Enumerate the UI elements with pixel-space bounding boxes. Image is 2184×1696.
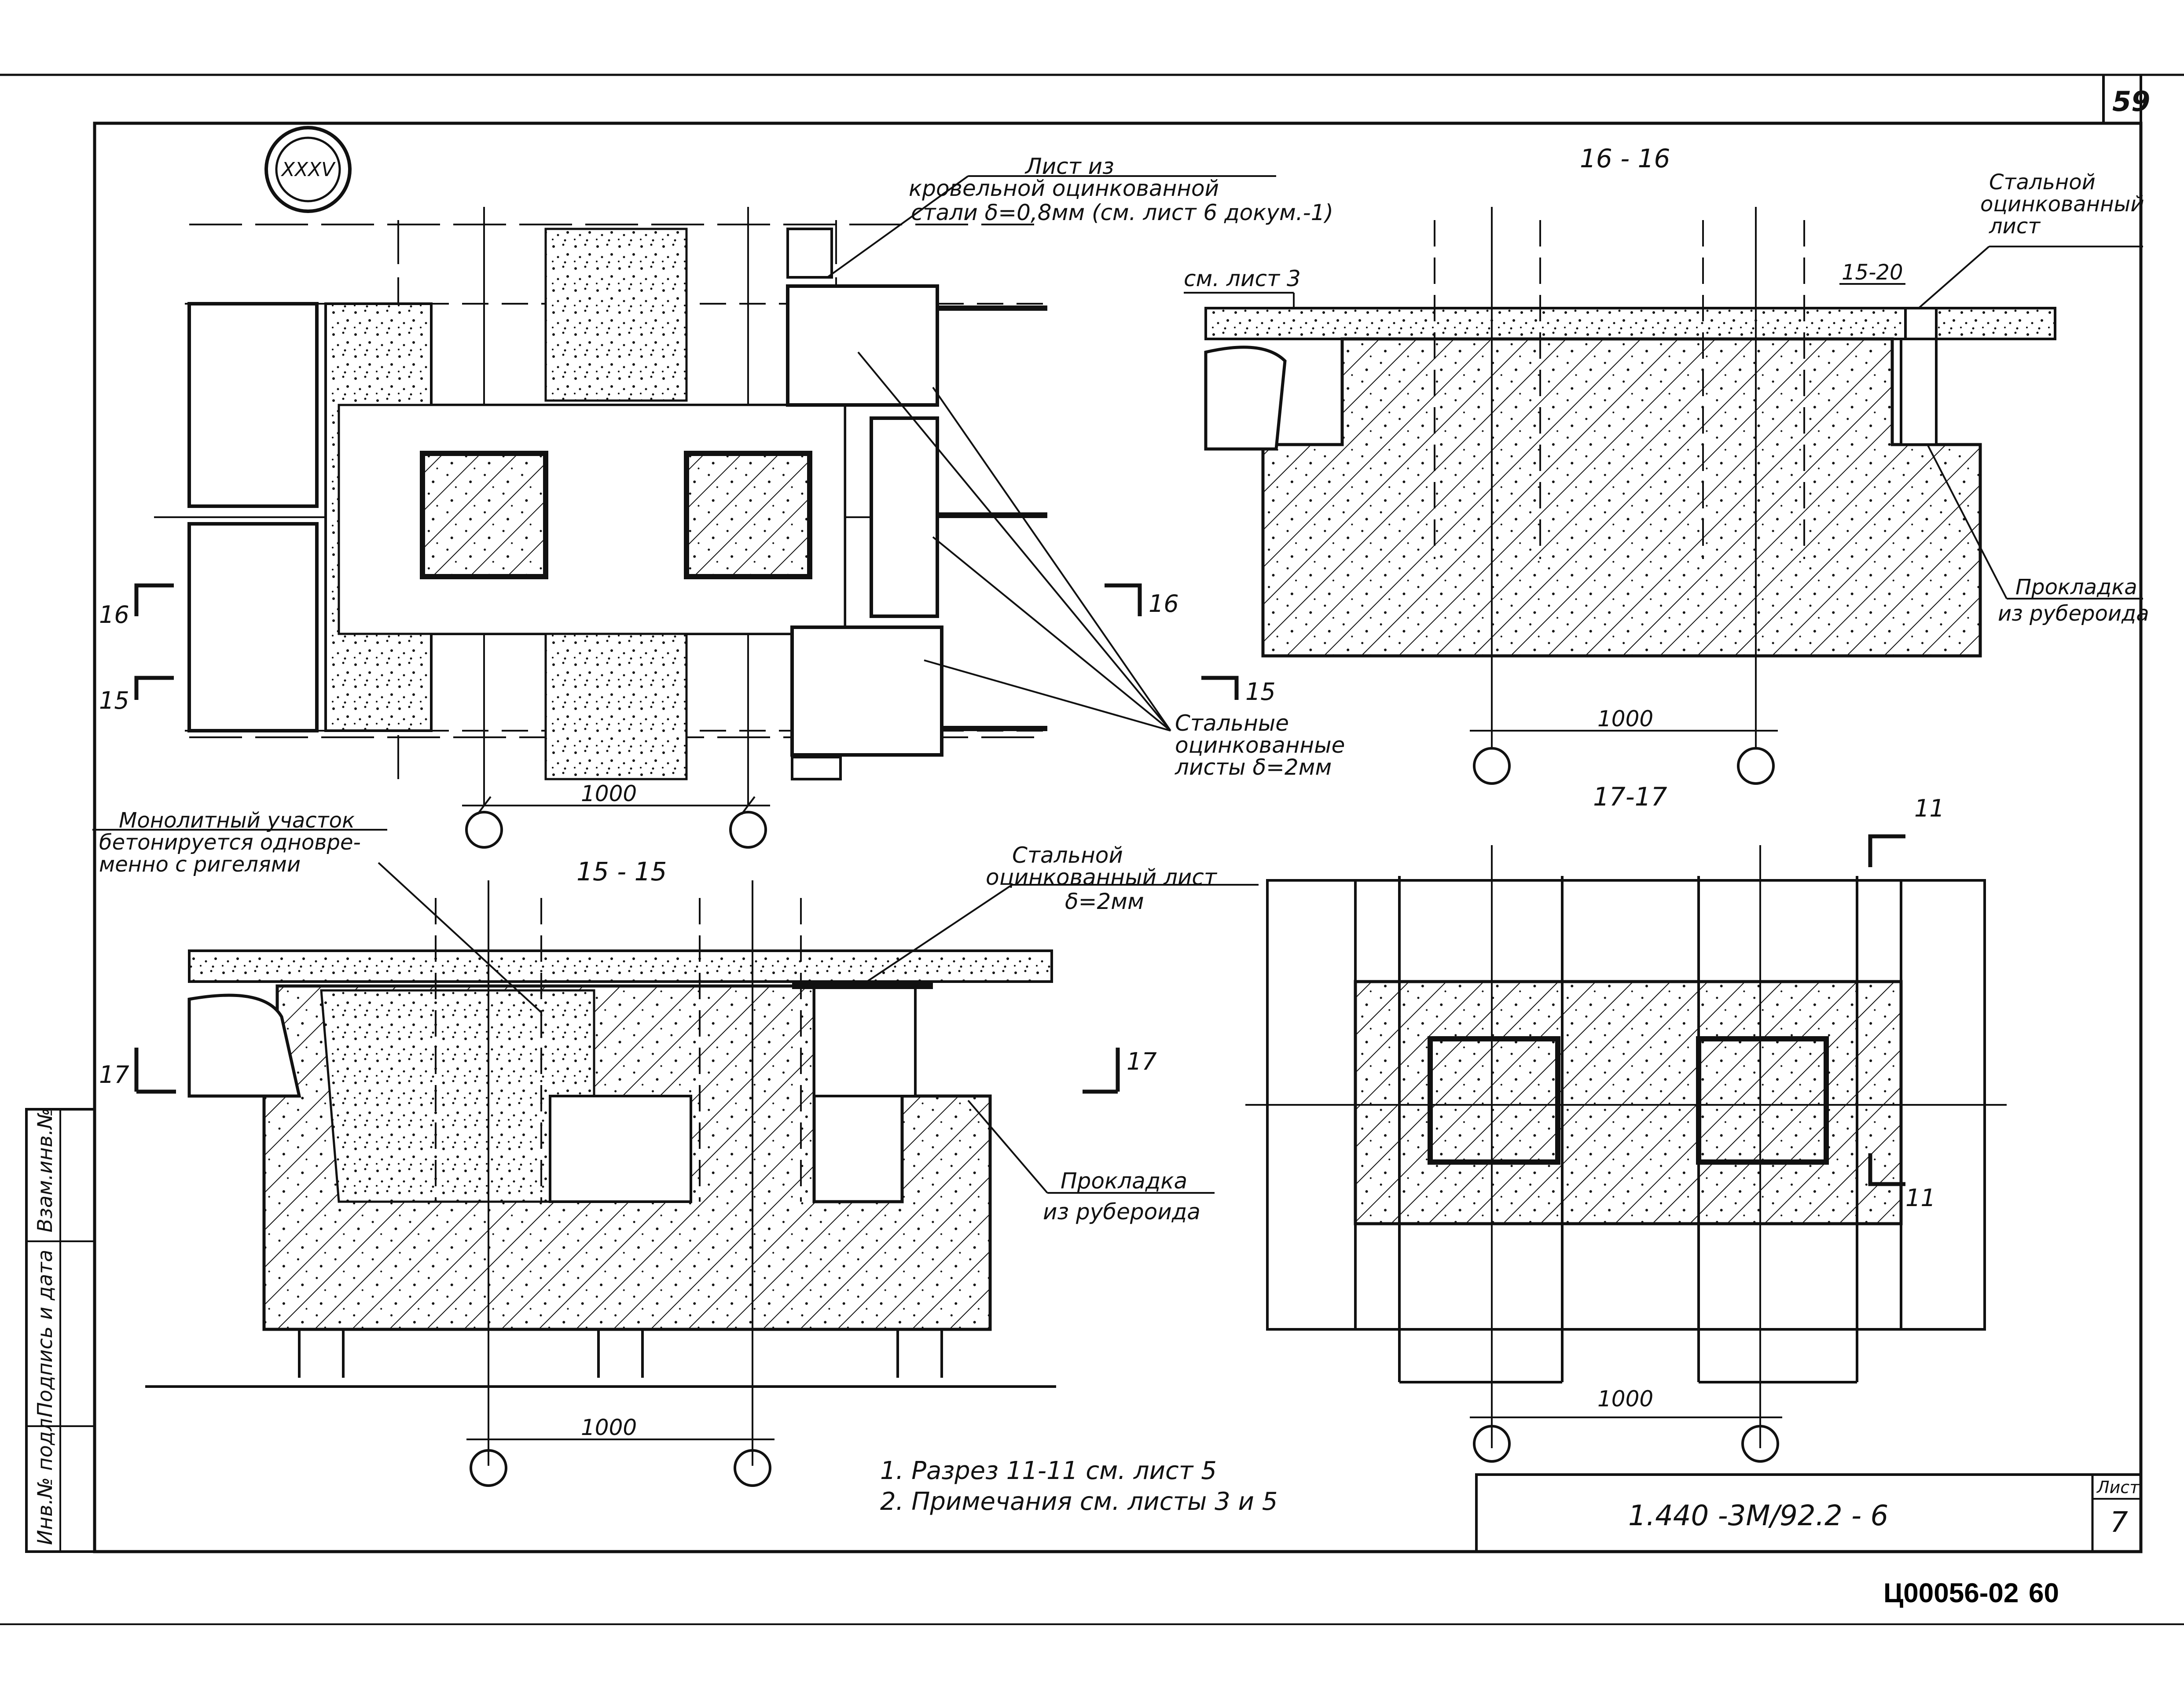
section-17-dimension: 1000 [1597, 1386, 1653, 1412]
section-16-steel-line1: Стальной [1989, 170, 2096, 195]
sheet-number: 7 [2110, 1506, 2128, 1539]
plan-section-mark-16-left: 16 [99, 601, 129, 629]
section-16-gasket-line1: Прокладка [2015, 575, 2137, 600]
sheet-label: Лист [2096, 1478, 2140, 1497]
title-block [1475, 1473, 2142, 1553]
section-15-gasket-line2: из рубероида [1043, 1199, 1200, 1225]
section-17-mark-11-top: 11 [1914, 795, 1945, 822]
note-1: 1. Разрез 11-11 см. лист 5 [880, 1457, 1217, 1485]
section-15-view [92, 829, 1259, 1487]
section-16-gasket-line2: из рубероида [1998, 601, 2149, 626]
section-16-steel-line3: лист [1989, 214, 2041, 239]
plan-steel-sheets-line3: листы δ=2мм [1175, 754, 1332, 780]
monolithic-note-line1: Монолитный участок [119, 808, 355, 833]
section-15-steel-line1: Стальной [1012, 842, 1123, 868]
plan-callout-line3: стали δ=0,8мм (см. лист 6 докум.-1) [911, 200, 1333, 225]
plan-section-mark-15-right: 15 [1245, 678, 1276, 706]
section-15-dimension: 1000 [581, 1415, 637, 1440]
archive-code: Ц00056-02 [1883, 1578, 2019, 1608]
monolithic-note-line2: бетонируется одновре- [99, 830, 361, 855]
section-15-steel-line2: оцинкованный лист [986, 865, 1218, 890]
section-16-gap: 15-20 [1842, 260, 1903, 285]
plan-callout-line1: Лист из [1024, 154, 1114, 179]
section-15-steel-line3: δ=2мм [1065, 889, 1144, 914]
section-17-title: 17-17 [1593, 782, 1667, 812]
stamp-text: XXXV [281, 158, 336, 181]
section-15-title: 15 - 15 [576, 857, 667, 887]
plan-section-mark-16-right: 16 [1149, 590, 1179, 618]
stamp-field-inv: Инв.№ подл. [33, 1412, 57, 1545]
section-16-title: 16 - 16 [1580, 143, 1670, 173]
plan-section-mark-15-left: 15 [99, 687, 129, 714]
section-15-mark-17-left: 17 [99, 1061, 129, 1089]
section-16-steel-line2: оцинкованный [1980, 192, 2144, 217]
page-number: 59 [2112, 85, 2150, 118]
section-15-gasket-line1: Прокладка [1061, 1168, 1187, 1194]
section-16-dimension: 1000 [1597, 706, 1653, 732]
plan-steel-sheets-line1: Стальные [1175, 710, 1289, 736]
plan-callout-line2: кровельной оцинкованной [909, 176, 1219, 201]
section-15-mark-17-right: 17 [1127, 1048, 1157, 1075]
plan-dimension: 1000 [581, 781, 637, 806]
section-17-mark-11-bottom: 11 [1905, 1184, 1936, 1212]
section-17-view [1245, 834, 2007, 1463]
sheet-frame [0, 74, 2184, 1625]
plan-view [134, 175, 1276, 849]
stamp-field-signature: Подпись и дата [33, 1250, 57, 1417]
plan-steel-sheets-line2: оцинкованные [1175, 732, 1345, 758]
stamp-field-replaced: Взам.инв.№ [33, 1108, 57, 1232]
section-16-ref: см. лист 3 [1184, 266, 1301, 291]
side-stamp [25, 1108, 96, 1553]
archive-page: 60 [2029, 1578, 2059, 1608]
section-stamp: XXXV [264, 126, 352, 213]
note-2: 2. Примечания см. листы 3 и 5 [880, 1487, 1277, 1516]
monolithic-note-line3: менно с ригелями [99, 852, 301, 877]
section-16-view [1184, 207, 2143, 785]
designation: 1.440 -3М/92.2 - 6 [1628, 1500, 1888, 1532]
